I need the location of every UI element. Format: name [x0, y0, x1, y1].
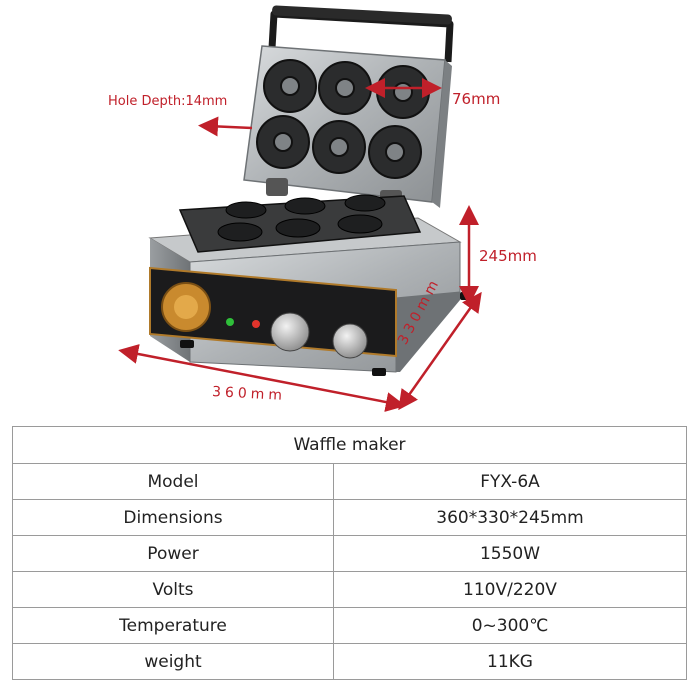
spec-label: Temperature — [12, 607, 334, 644]
waffle-maker-drawing — [118, 5, 482, 412]
hole-diameter-label: 76mm — [452, 90, 501, 108]
spec-value: FYX-6A — [333, 463, 687, 500]
table-row: Dimensions 360*330*245mm — [12, 499, 687, 536]
spec-value: 360*330*245mm — [333, 499, 687, 536]
table-row: Temperature 0~300℃ — [12, 607, 687, 644]
hole-depth-label: Hole Depth:14mm — [108, 94, 228, 109]
dimension-arrows — [118, 78, 482, 412]
heat-indicator-light — [252, 320, 260, 328]
timer-knob — [332, 323, 368, 359]
table-header-row: Waffle maker — [12, 426, 687, 464]
product-illustration: Hole Depth:14mm 76mm 245mm 360mm 330mm — [108, 5, 537, 412]
bottom-plate — [178, 194, 422, 253]
table-row: Power 1550W — [12, 535, 687, 572]
power-indicator-light — [226, 318, 234, 326]
spec-label: Power — [12, 535, 334, 572]
spec-label: Model — [12, 463, 334, 500]
hole-depth-arrow — [198, 116, 253, 137]
spec-table: Waffle maker Model FYX-6A Dimensions 360… — [12, 426, 687, 680]
spec-value: 110V/220V — [333, 571, 687, 608]
width-arrow — [118, 344, 406, 412]
table-row: Model FYX-6A — [12, 463, 687, 500]
spec-label: Volts — [12, 571, 334, 608]
table-row: weight 11KG — [12, 643, 687, 680]
spec-value: 1550W — [333, 535, 687, 572]
spec-value: 0~300℃ — [333, 607, 687, 644]
depth-arrow — [398, 291, 482, 411]
height-label: 245mm — [479, 247, 537, 265]
spec-value: 11KG — [333, 643, 687, 680]
control-panel — [149, 266, 397, 359]
lid-handle — [268, 5, 454, 63]
table-row: Volts 110V/220V — [12, 571, 687, 608]
table-title: Waffle maker — [12, 426, 687, 464]
spec-label: Dimensions — [12, 499, 334, 536]
spec-label: weight — [12, 643, 334, 680]
temperature-knob — [270, 312, 310, 352]
